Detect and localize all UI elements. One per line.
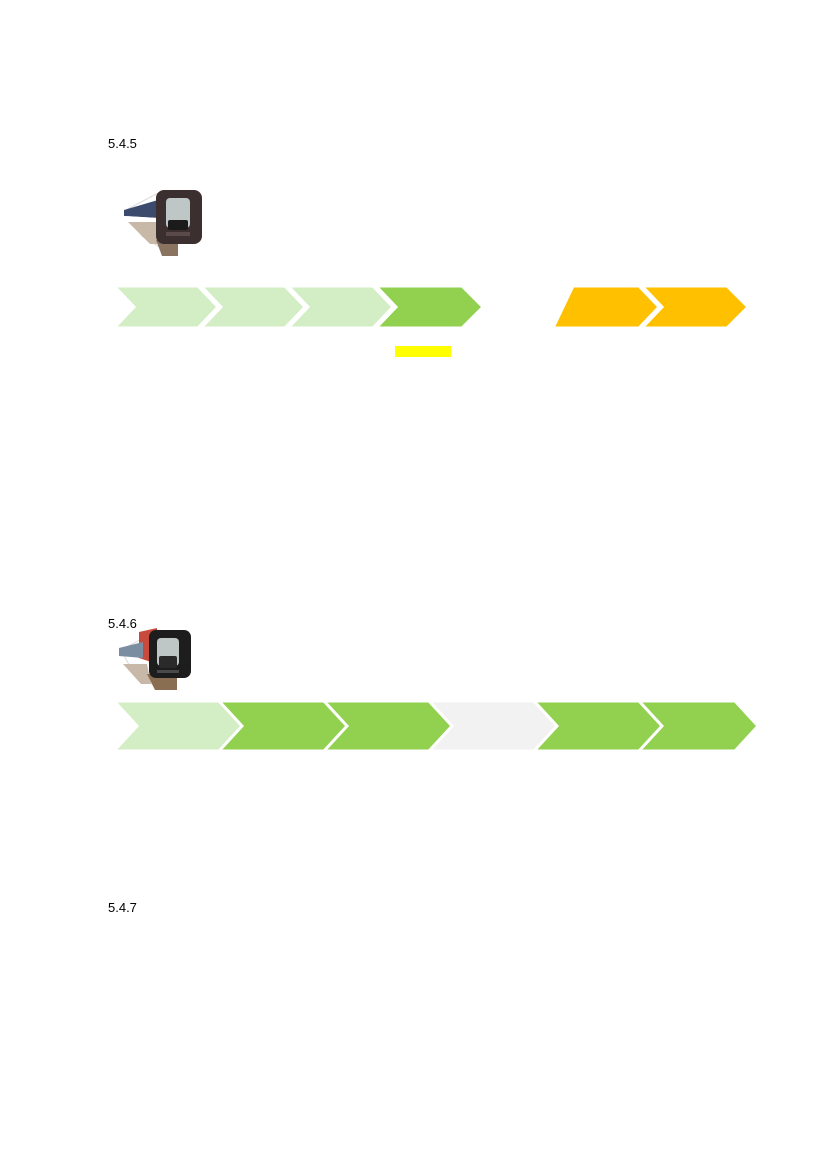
process-step-amber-1 (552, 285, 662, 329)
process-step-1 (112, 285, 221, 329)
train-front-icon (124, 190, 202, 256)
process-chevron-row-2 (112, 700, 761, 752)
process-chevron-row-amber (552, 285, 751, 329)
process-step-3 (284, 285, 396, 329)
process-step-1 (112, 700, 246, 752)
section-heading-5-4-7: 5.4.7 (108, 900, 137, 915)
section-heading-5-4-6: 5.4.6 (108, 616, 137, 631)
process-chevron-row-1 (112, 285, 486, 329)
process-step-amber-2 (638, 285, 751, 329)
highlight-mark (395, 346, 451, 357)
train-front-icon (119, 628, 191, 690)
section-heading-5-4-5: 5.4.5 (108, 136, 137, 151)
process-step-4 (372, 285, 486, 329)
process-step-6 (636, 700, 761, 752)
process-step-2 (197, 285, 308, 329)
